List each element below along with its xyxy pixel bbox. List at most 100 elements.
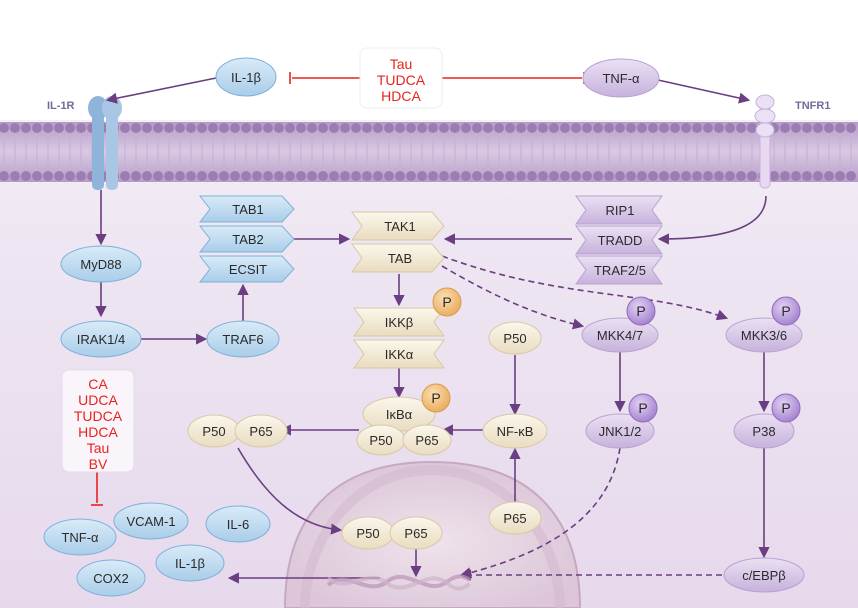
lipid-head	[32, 171, 42, 181]
lipid-head	[21, 171, 31, 181]
lipid-head	[736, 123, 746, 133]
lipid-head	[593, 171, 603, 181]
lipid-head	[384, 171, 394, 181]
node-traf25: TRAF2/5	[575, 255, 663, 285]
lipid-head	[692, 123, 702, 133]
lipid-head	[450, 171, 460, 181]
lipid-head	[76, 123, 86, 133]
lipid-head	[230, 171, 240, 181]
lipid-head	[560, 171, 570, 181]
lipid-head	[274, 123, 284, 133]
lipid-head	[219, 123, 229, 133]
lipid-head	[164, 123, 174, 133]
lipid-head	[186, 171, 196, 181]
lipid-head	[296, 123, 306, 133]
lipid-head	[417, 171, 427, 181]
svg-text:P50: P50	[356, 526, 379, 541]
svg-text:ECSIT: ECSIT	[229, 262, 267, 277]
phospho-ikba: P	[421, 383, 451, 413]
inhibitor-left-2: UDCA	[78, 392, 118, 408]
lipid-head	[703, 123, 713, 133]
inhibitor-left-6: BV	[89, 456, 108, 472]
lipid-head	[593, 123, 603, 133]
lipid-head	[175, 123, 185, 133]
lipid-head	[296, 171, 306, 181]
lipid-head	[714, 123, 724, 133]
cell-membrane	[0, 122, 858, 182]
lipid-head	[571, 123, 581, 133]
lipid-head	[714, 171, 724, 181]
lipid-head	[439, 123, 449, 133]
lipid-head	[538, 123, 548, 133]
lipid-head	[813, 123, 823, 133]
node-cebp: c/EBPβ	[723, 557, 805, 593]
lipid-head	[329, 171, 339, 181]
lipid-head	[824, 171, 834, 181]
inhibitor-box-top: Tau TUDCA HDCA	[359, 47, 443, 109]
lipid-head	[153, 123, 163, 133]
arrow-tab-mkk47	[441, 265, 585, 330]
svg-text:IL-1β: IL-1β	[231, 70, 261, 85]
node-p65-bottom: P65	[488, 501, 542, 535]
svg-text:P: P	[442, 294, 451, 310]
lipid-head	[681, 123, 691, 133]
lipid-head	[131, 123, 141, 133]
lipid-head	[439, 171, 449, 181]
svg-text:TAB1: TAB1	[232, 202, 264, 217]
lipid-head	[736, 171, 746, 181]
phospho-p38: P	[771, 393, 801, 423]
node-ikka: IKKα	[353, 339, 445, 369]
svg-text:P65: P65	[415, 433, 438, 448]
lipid-head	[846, 171, 856, 181]
lipid-head	[780, 123, 790, 133]
lipid-head	[43, 171, 53, 181]
lipid-head	[197, 171, 207, 181]
svg-text:IκBα: IκBα	[386, 407, 413, 422]
lipid-head	[659, 123, 669, 133]
lipid-head	[681, 171, 691, 181]
svg-text:P: P	[636, 303, 645, 319]
lipid-head	[318, 123, 328, 133]
lipid-head	[65, 171, 75, 181]
lipid-head	[747, 171, 757, 181]
node-p50-nuclear: P50	[341, 516, 395, 550]
svg-text:P: P	[781, 400, 790, 416]
phospho-mkk47: P	[626, 296, 656, 326]
inhibitor-top-2: TUDCA	[377, 72, 426, 88]
inhibitor-left-5: Tau	[87, 440, 110, 456]
lipid-head	[670, 171, 680, 181]
lipid-head	[428, 171, 438, 181]
svg-text:MyD88: MyD88	[80, 257, 121, 272]
lipid-head	[824, 123, 834, 133]
lipid-head	[230, 123, 240, 133]
lipid-head	[725, 123, 735, 133]
lipid-head	[538, 171, 548, 181]
lipid-head	[241, 123, 251, 133]
lipid-head	[76, 171, 86, 181]
lipid-head	[32, 123, 42, 133]
lipid-head	[802, 171, 812, 181]
svg-text:RIP1: RIP1	[606, 203, 635, 218]
lipid-head	[241, 171, 251, 181]
lipid-head	[846, 123, 856, 133]
node-rip1: RIP1	[575, 195, 663, 225]
node-myd88: MyD88	[60, 245, 142, 283]
lipid-head	[43, 123, 53, 133]
node-mkk36: MKK3/6	[725, 317, 803, 353]
lipid-head	[54, 171, 64, 181]
svg-text:P50: P50	[503, 331, 526, 346]
lipid-head	[373, 171, 383, 181]
lipid-head	[175, 171, 185, 181]
lipid-head	[142, 123, 152, 133]
lipid-head	[219, 171, 229, 181]
inhibitor-box-left: CA UDCA TUDCA HDCA Tau BV	[61, 369, 135, 473]
node-p38: P38	[733, 413, 795, 449]
dna-helix	[326, 574, 472, 591]
lipid-head	[626, 123, 636, 133]
lipid-head	[0, 171, 9, 181]
svg-text:P38: P38	[752, 424, 775, 439]
node-p50-ikba: P50	[356, 424, 406, 456]
lipid-head	[285, 171, 295, 181]
lipid-head	[406, 171, 416, 181]
